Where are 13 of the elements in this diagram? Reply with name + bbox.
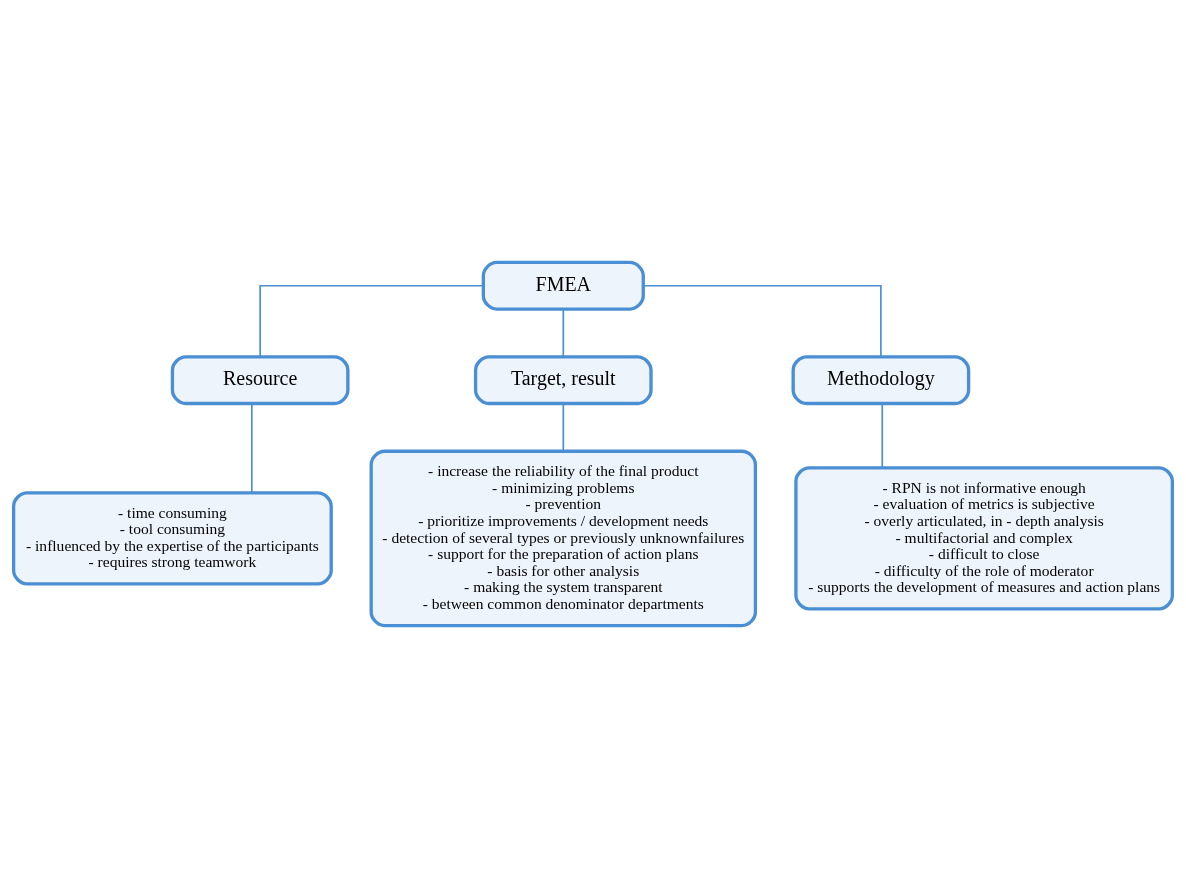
node-box: - increase the reliability of the final product - minimizing problems - prevention - prioritize improvements / development needs - detection of several types or previously unknownfailures - support for the preparation of action plans - basis for other analysis - making the system transparent - between common denominator departments bbox=[369, 449, 758, 628]
node-box: - time consuming - tool consuming - influenced by the expertise of the participants - requires strong teamwork bbox=[11, 491, 333, 586]
connector bbox=[642, 284, 882, 358]
node-box: Target, result bbox=[473, 355, 653, 406]
node-box: Resource bbox=[170, 355, 350, 406]
node-box: FMEA bbox=[481, 260, 645, 311]
connector bbox=[562, 308, 565, 358]
connector bbox=[259, 284, 485, 358]
node-box: - RPN is not informative enough - evaluation of metrics is subjective - overly articulated, in - depth analysis - multifactorial and complex - difficult to close - difficulty of the role of moderator - supports the development of measures and action plans bbox=[794, 466, 1175, 611]
connector bbox=[250, 402, 253, 494]
node-box: Methodology bbox=[791, 355, 971, 406]
connector bbox=[881, 402, 884, 469]
connector bbox=[562, 402, 565, 452]
